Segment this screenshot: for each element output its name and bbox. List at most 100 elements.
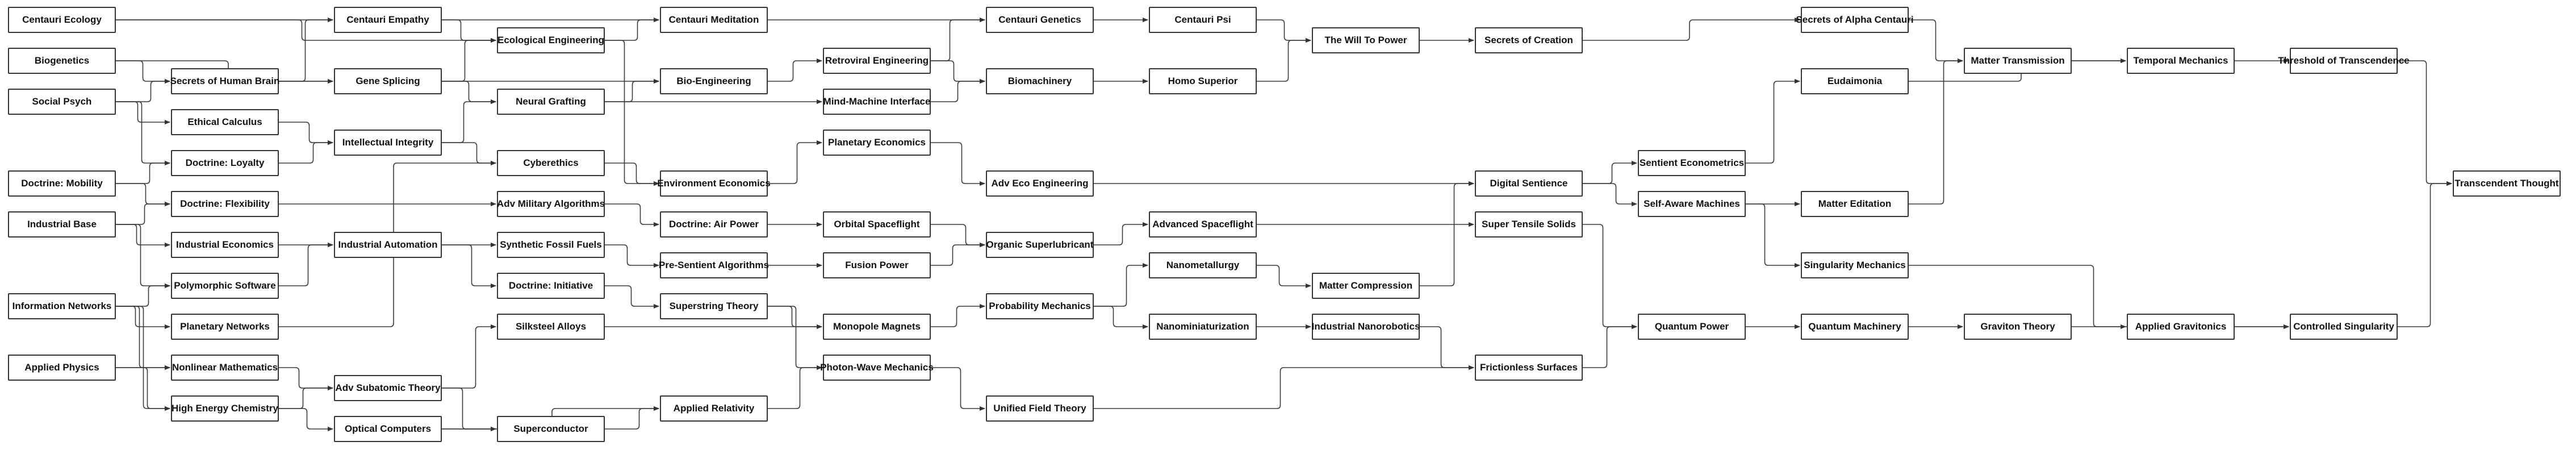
edge-mind-machine-interface-to-biomachinery xyxy=(931,79,985,102)
node-matter-transmission[interactable]: Matter Transmission xyxy=(1964,48,2072,74)
node-mind-machine-interface[interactable]: Mind-Machine Interface xyxy=(823,89,931,115)
node-doctrine-initiative[interactable]: Doctrine: Initiative xyxy=(497,273,605,299)
node-centauri-psi[interactable]: Centauri Psi xyxy=(1149,7,1257,33)
node-nanometallurgy[interactable]: Nanometallurgy xyxy=(1149,252,1257,278)
node-centauri-meditation[interactable]: Centauri Meditation xyxy=(660,7,768,33)
node-silksteel-alloys[interactable]: Silksteel Alloys xyxy=(497,314,605,340)
edge-information-networks-to-polymorphic-software xyxy=(116,284,170,307)
node-graviton-theory[interactable]: Graviton Theory xyxy=(1964,314,2072,340)
node-polymorphic-software[interactable]: Polymorphic Software xyxy=(171,273,279,299)
node-centauri-empathy[interactable]: Centauri Empathy xyxy=(334,7,442,33)
node-pre-sentient-algorithms[interactable]: Pre-Sentient Algorithms xyxy=(659,252,769,278)
node-industrial-automation[interactable]: Industrial Automation xyxy=(334,232,442,258)
node-frictionless-surfaces[interactable]: Frictionless Surfaces xyxy=(1475,355,1583,381)
edge-orbital-spaceflight-to-organic-superlubricant xyxy=(931,224,985,247)
edge-information-networks-to-nonlinear-mathematics xyxy=(116,306,170,370)
node-controlled-singularity[interactable]: Controlled Singularity xyxy=(2290,314,2398,340)
node-singularity-mechanics[interactable]: Singularity Mechanics xyxy=(1801,252,1909,278)
node-adv-military-algorithms[interactable]: Adv Military Algorithms xyxy=(497,191,605,217)
node-homo-superior[interactable]: Homo Superior xyxy=(1149,68,1257,94)
node-doctrine-mobility[interactable]: Doctrine: Mobility xyxy=(8,170,116,197)
node-label: Adv Military Algorithms xyxy=(496,198,605,209)
node-centauri-genetics[interactable]: Centauri Genetics xyxy=(986,7,1094,33)
edge-monopole-magnets-to-probability-mechanics xyxy=(931,304,985,327)
node-label: Nanometallurgy xyxy=(1166,260,1240,270)
node-label: Digital Sentience xyxy=(1490,178,1568,189)
edge-industrial-nanorobotics-to-frictionless-surfaces xyxy=(1420,326,1474,370)
node-label: Self-Aware Machines xyxy=(1644,198,1740,209)
node-adv-subatomic-theory[interactable]: Adv Subatomic Theory xyxy=(334,375,442,401)
node-industrial-economics[interactable]: Industrial Economics xyxy=(171,232,279,258)
node-high-energy-chemistry[interactable]: High Energy Chemistry xyxy=(171,395,279,422)
edge-nanometallurgy-to-matter-compression xyxy=(1257,265,1311,288)
node-optical-computers[interactable]: Optical Computers xyxy=(334,416,442,442)
node-centauri-ecology[interactable]: Centauri Ecology xyxy=(8,7,116,33)
node-label: Matter Editation xyxy=(1818,198,1892,209)
node-label: Unified Field Theory xyxy=(993,403,1086,414)
node-unified-field-theory[interactable]: Unified Field Theory xyxy=(986,395,1094,422)
node-self-aware-machines[interactable]: Self-Aware Machines xyxy=(1638,191,1746,217)
node-biogenetics[interactable]: Biogenetics xyxy=(8,48,116,74)
node-ethical-calculus[interactable]: Ethical Calculus xyxy=(171,109,279,135)
node-superstring-theory[interactable]: Superstring Theory xyxy=(660,293,768,319)
node-monopole-magnets[interactable]: Monopole Magnets xyxy=(823,314,931,340)
node-threshold-of-transcendence[interactable]: Threshold of Transcendence xyxy=(2278,48,2410,74)
node-doctrine-air-power[interactable]: Doctrine: Air Power xyxy=(660,211,768,238)
node-industrial-nanorobotics[interactable]: Industrial Nanorobotics xyxy=(1312,314,1420,340)
node-information-networks[interactable]: Information Networks xyxy=(8,293,116,319)
node-advanced-spaceflight[interactable]: Advanced Spaceflight xyxy=(1149,211,1257,238)
node-planetary-economics[interactable]: Planetary Economics xyxy=(823,130,931,156)
node-label: Secrets of Alpha Centauri xyxy=(1796,14,1914,25)
node-synthetic-fossil-fuels[interactable]: Synthetic Fossil Fuels xyxy=(497,232,605,258)
node-applied-gravitonics[interactable]: Applied Gravitonics xyxy=(2127,314,2235,340)
node-ecological-engineering[interactable]: Ecological Engineering xyxy=(497,27,605,53)
node-matter-compression[interactable]: Matter Compression xyxy=(1312,273,1420,299)
node-industrial-base[interactable]: Industrial Base xyxy=(8,211,116,238)
node-retroviral-engineering[interactable]: Retroviral Engineering xyxy=(823,48,931,74)
node-secrets-of-alpha-centauri[interactable]: Secrets of Alpha Centauri xyxy=(1796,7,1914,33)
node-secrets-of-creation[interactable]: Secrets of Creation xyxy=(1475,27,1583,53)
node-eudaimonia[interactable]: Eudaimonia xyxy=(1801,68,1909,94)
node-label: Singularity Mechanics xyxy=(1804,260,1906,270)
node-social-psych[interactable]: Social Psych xyxy=(8,89,116,115)
node-label: Applied Physics xyxy=(24,362,99,373)
node-temporal-mechanics[interactable]: Temporal Mechanics xyxy=(2127,48,2235,74)
node-adv-eco-engineering[interactable]: Adv Eco Engineering xyxy=(986,170,1094,197)
edge-ethical-calculus-to-intellectual-integrity xyxy=(279,122,333,145)
node-cyberethics[interactable]: Cyberethics xyxy=(497,150,605,176)
node-sentient-econometrics[interactable]: Sentient Econometrics xyxy=(1638,150,1746,176)
node-transcendent-thought[interactable]: Transcendent Thought xyxy=(2453,170,2561,197)
node-orbital-spaceflight[interactable]: Orbital Spaceflight xyxy=(823,211,931,238)
edge-applied-physics-to-high-energy-chemistry xyxy=(116,367,170,411)
edge-ecological-engineering-to-centauri-meditation xyxy=(605,18,659,41)
node-quantum-machinery[interactable]: Quantum Machinery xyxy=(1801,314,1909,340)
node-nanominiaturization[interactable]: Nanominiaturization xyxy=(1149,314,1257,340)
node-secrets-human-brain[interactable]: Secrets of Human Brain xyxy=(170,68,279,94)
node-nonlinear-mathematics[interactable]: Nonlinear Mathematics xyxy=(171,355,279,381)
node-quantum-power[interactable]: Quantum Power xyxy=(1638,314,1746,340)
edge-secrets-of-alpha-centauri-to-matter-transmission xyxy=(1909,19,1963,63)
node-doctrine-flexibility[interactable]: Doctrine: Flexibility xyxy=(171,191,279,217)
node-matter-editation[interactable]: Matter Editation xyxy=(1801,191,1909,217)
node-the-will-to-power[interactable]: The Will To Power xyxy=(1312,27,1420,53)
node-gene-splicing[interactable]: Gene Splicing xyxy=(334,68,442,94)
node-neural-grafting[interactable]: Neural Grafting xyxy=(497,89,605,115)
node-biomachinery[interactable]: Biomachinery xyxy=(986,68,1094,94)
node-super-tensile-solids[interactable]: Super Tensile Solids xyxy=(1475,211,1583,238)
node-digital-sentience[interactable]: Digital Sentience xyxy=(1475,170,1583,197)
node-environment-economics[interactable]: Environment Economics xyxy=(657,170,771,197)
node-photon-wave-mechanics[interactable]: Photon-Wave Mechanics xyxy=(820,355,934,381)
node-intellectual-integrity[interactable]: Intellectual Integrity xyxy=(334,130,442,156)
edge-ecological-engineering-to-environment-economics xyxy=(605,40,659,186)
node-applied-physics[interactable]: Applied Physics xyxy=(8,355,116,381)
node-probability-mechanics[interactable]: Probability Mechanics xyxy=(986,293,1094,319)
node-superconductor[interactable]: Superconductor xyxy=(497,416,605,442)
node-planetary-networks[interactable]: Planetary Networks xyxy=(171,314,279,340)
node-applied-relativity[interactable]: Applied Relativity xyxy=(660,395,768,422)
node-bio-engineering[interactable]: Bio-Engineering xyxy=(660,68,768,94)
node-fusion-power[interactable]: Fusion Power xyxy=(823,252,931,278)
edge-intellectual-integrity-to-cyberethics xyxy=(442,142,496,165)
node-doctrine-loyalty[interactable]: Doctrine: Loyalty xyxy=(171,150,279,176)
node-organic-superlubricant[interactable]: Organic Superlubricant xyxy=(986,232,1094,258)
